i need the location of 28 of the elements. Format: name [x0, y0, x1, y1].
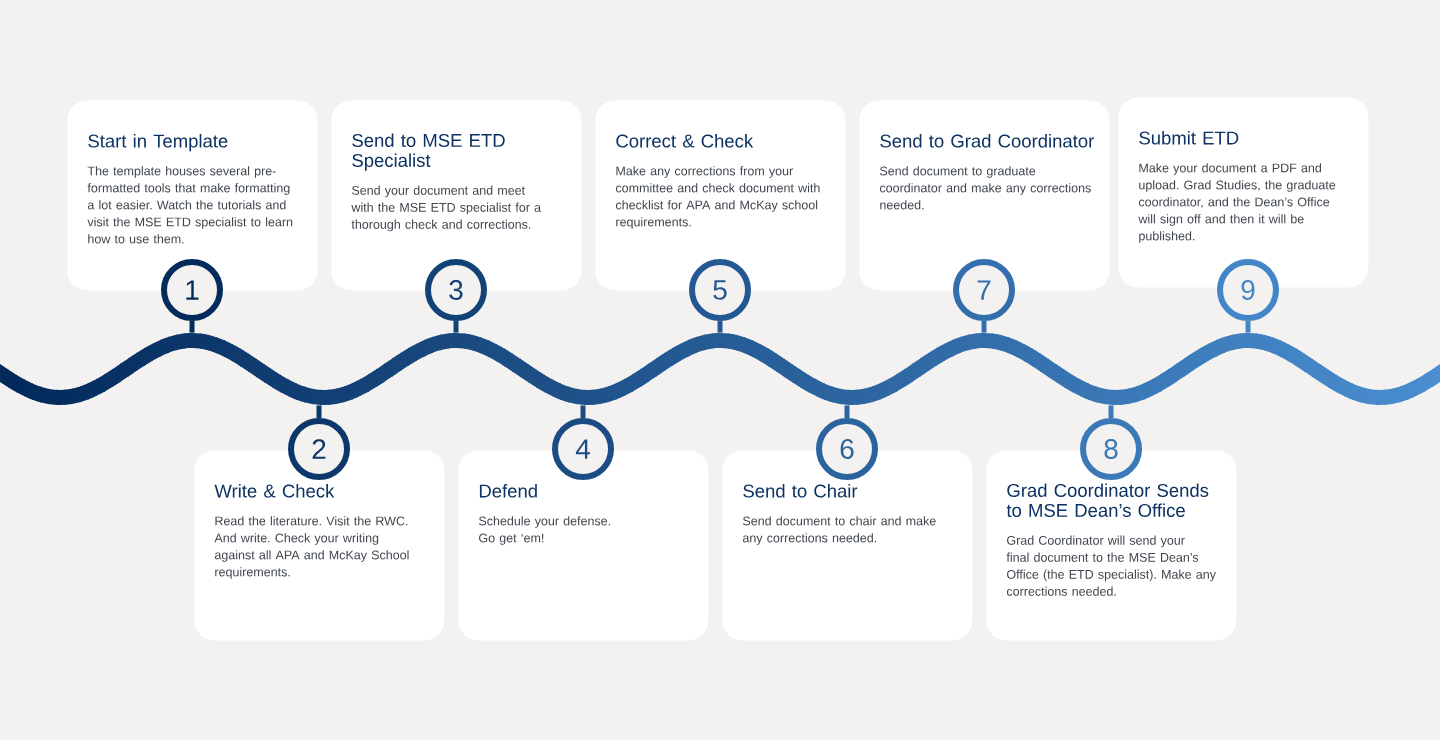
step-title: Send to Grad Coordinator [880, 134, 1094, 148]
connector-line [717, 321, 723, 333]
step-description: Send document to graduate coordinator and make any corrections needed. [879, 166, 1091, 210]
step-title: Send to Chair [743, 484, 858, 498]
step-title: Submit ETD [1139, 131, 1239, 145]
step-description: Schedule your defense. Go get ‘em! [478, 516, 610, 545]
step-description: Make your document a PDF and upload. Grad Studies, the graduate coordinator, and the Dean’s Office will sign off and then it will be published. [1138, 163, 1336, 243]
step-title: Start in Template [88, 134, 228, 152]
step-title: Write & Check [214, 484, 335, 498]
step-title: Send to MSE ETD Specialist [352, 133, 505, 171]
wave-line [0, 333, 1440, 405]
connector-line [453, 321, 459, 333]
step-title: Correct & Check [616, 134, 754, 148]
connector-line [580, 405, 586, 418]
step-description: Send your document and meet with the MSE ETD specialist for a thorough check and corrections. [351, 185, 542, 232]
step-description: Make any corrections from your committee and check document with checklist for APA and McKay school requirements. [615, 166, 820, 229]
step-title: Grad Coordinator Sends to MSE Dean’s Office [1006, 483, 1209, 517]
connector-line [1108, 405, 1114, 418]
step-description: The template houses several pre-formatted tools that make formatting a lot easier. Watch the tutorials and visit the MSE ETD specialist to learn how to use them. [87, 166, 293, 244]
connector-line [189, 321, 195, 333]
step-description: Send document to chair and make any corrections needed. [742, 516, 936, 545]
connector-line [844, 405, 850, 418]
step-title: Defend [479, 484, 537, 498]
step-description: Grad Coordinator will send your final document to the MSE Dean’s Office (the ETD specialist). Make any corrections needed. [1006, 535, 1216, 596]
connector-line [316, 405, 322, 418]
connector-line [981, 321, 987, 333]
step-description: Read the literature. Visit the RWC. And write. Check your writing against all APA and McKay School requirements. [214, 516, 409, 579]
connector-line [1245, 321, 1251, 333]
